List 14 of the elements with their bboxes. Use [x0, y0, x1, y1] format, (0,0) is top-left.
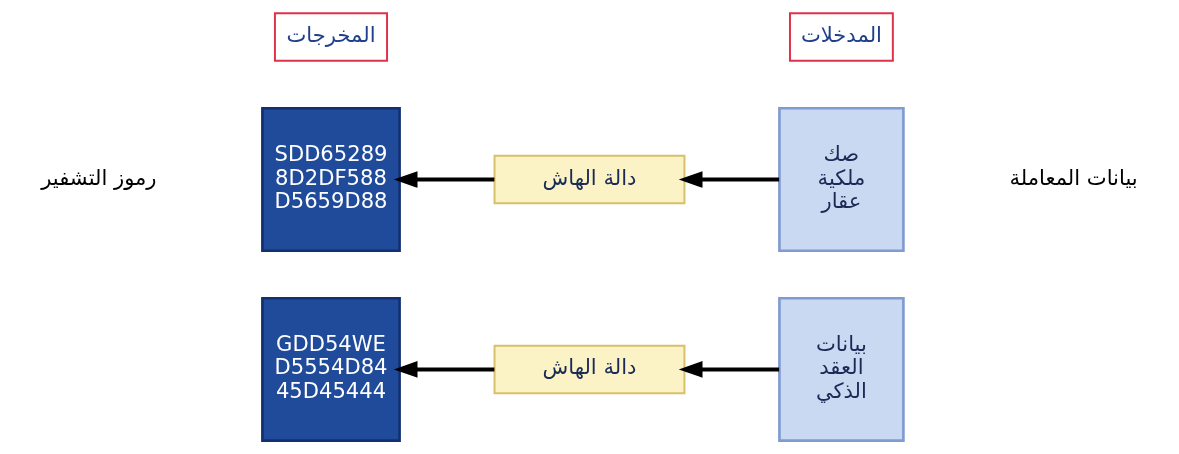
arrow: [678, 361, 780, 378]
node-box: دالة الهاش: [493, 154, 686, 205]
node-box: المدخلات: [789, 12, 894, 62]
arrow: [393, 171, 495, 188]
node-box: GDD54WE D5554D84 45D45444: [261, 296, 401, 442]
node-box: بيانات العقد الذكي: [778, 296, 905, 442]
label: بيانات المعاملة: [1009, 164, 1138, 190]
node-box: SDD65289 8D2DF588 D5659D88: [261, 107, 401, 253]
arrow: [678, 171, 780, 188]
arrow: [393, 361, 495, 378]
node-box: دالة الهاش: [493, 344, 686, 395]
label: رموز التشفير: [41, 164, 157, 190]
node-box: المخرجات: [273, 12, 389, 62]
node-box: صك ملكية عقار: [778, 107, 905, 253]
